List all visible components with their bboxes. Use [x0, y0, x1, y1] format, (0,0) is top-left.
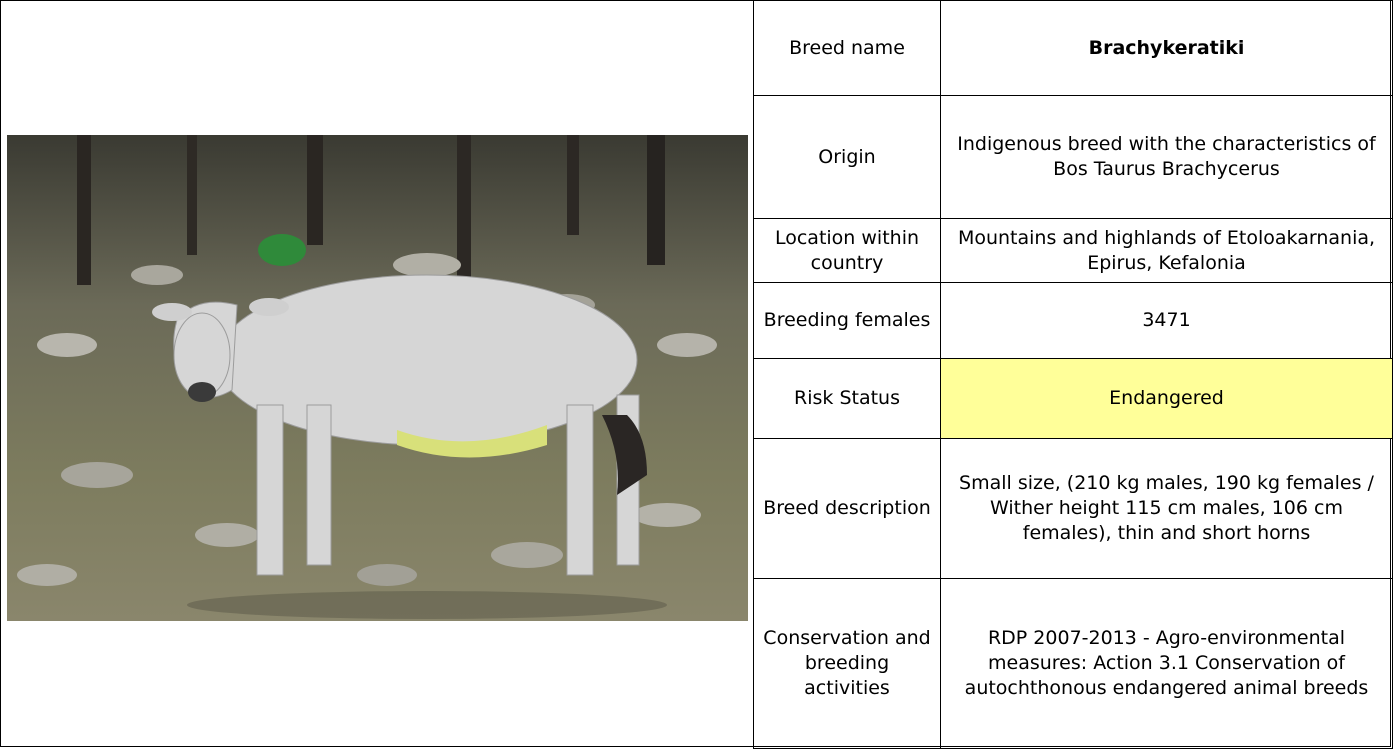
row-label: Breed name — [753, 0, 941, 96]
breed-info-table: Breed name Brachykeratiki Origin Indigen… — [753, 0, 1393, 749]
origin-value: Indigenous breed with the characteristic… — [940, 95, 1393, 219]
row-label: Location within country — [753, 218, 941, 283]
table-row: Location within country Mountains and hi… — [753, 218, 1393, 283]
row-label: Conservation and breeding activities — [753, 578, 941, 749]
cow-photo-icon — [7, 135, 748, 621]
table-row: Risk Status Endangered — [753, 358, 1393, 439]
conservation-value: RDP 2007-2013 - Agro-environmental measu… — [940, 578, 1393, 749]
breeding-females-value: 3471 — [940, 282, 1393, 359]
row-label: Breeding females — [753, 282, 941, 359]
row-label: Origin — [753, 95, 941, 219]
table-row: Breeding females 3471 — [753, 282, 1393, 359]
photo-cell — [1, 1, 753, 748]
breed-name-value: Brachykeratiki — [940, 0, 1393, 96]
table-row: Origin Indigenous breed with the charact… — [753, 95, 1393, 219]
row-label: Breed description — [753, 438, 941, 579]
risk-status-value: Endangered — [940, 358, 1393, 439]
row-label: Risk Status — [753, 358, 941, 439]
breed-description-value: Small size, (210 kg males, 190 kg female… — [940, 438, 1393, 579]
table-row: Conservation and breeding activities RDP… — [753, 578, 1393, 749]
cow-photo — [7, 135, 748, 621]
location-value: Mountains and highlands of Etoloakarnani… — [940, 218, 1393, 283]
table-row: Breed name Brachykeratiki — [753, 0, 1393, 96]
table-row: Breed description Small size, (210 kg ma… — [753, 438, 1393, 579]
